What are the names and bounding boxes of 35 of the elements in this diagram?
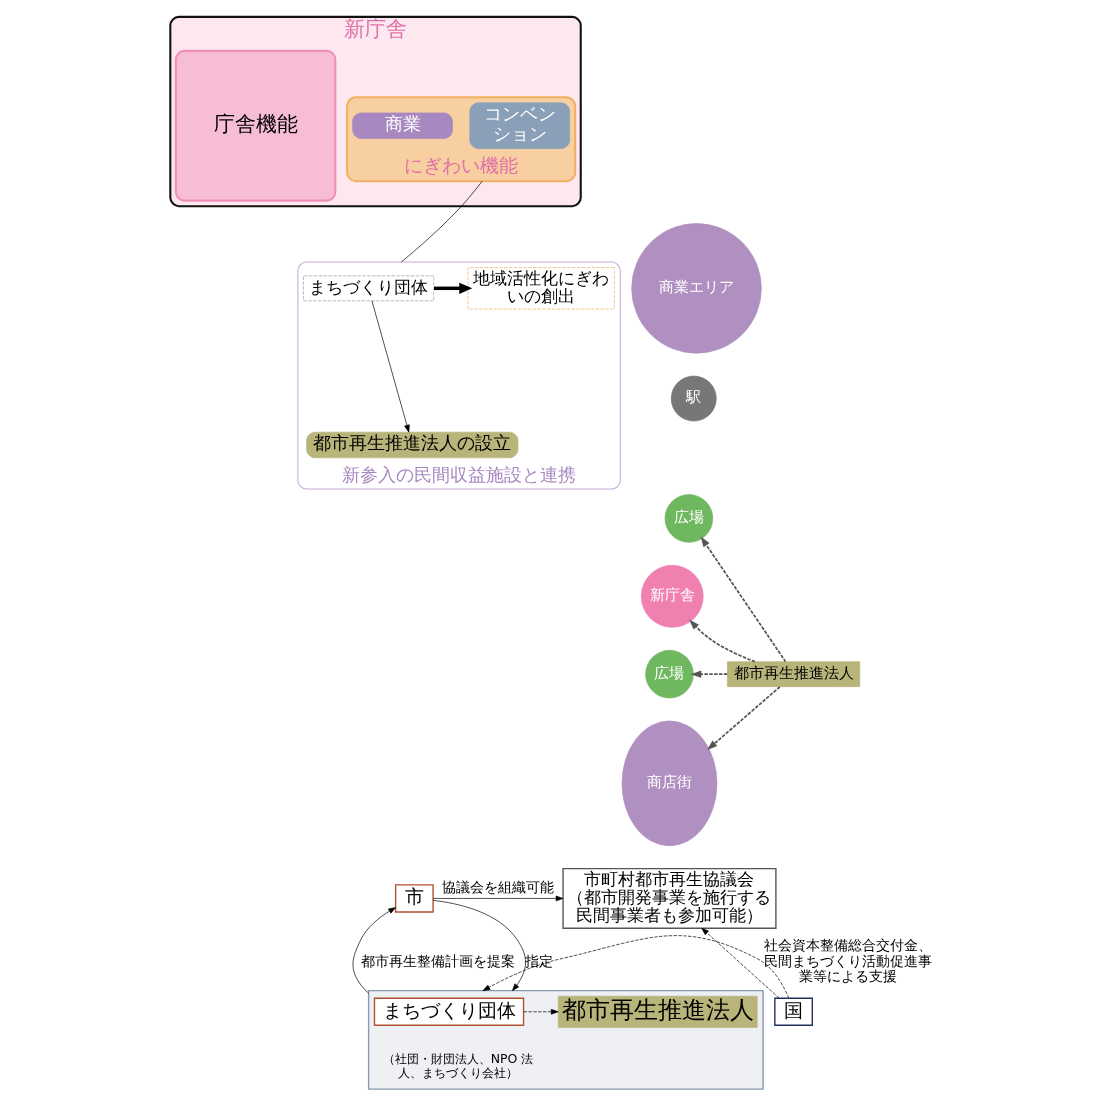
arrow — [432, 900, 526, 991]
arrow — [700, 927, 779, 999]
arrow — [433, 282, 472, 294]
node-box: 都市再生推進法人 — [726, 661, 860, 687]
node-box: コンベンション — [468, 102, 570, 149]
arrow — [352, 907, 396, 994]
edge-label: 指定 — [524, 952, 553, 969]
arrow — [482, 935, 789, 999]
connector — [400, 180, 483, 263]
edge-label: 協議会を組織可能 — [441, 879, 554, 896]
node-box: まちづくり団体 — [302, 275, 434, 302]
node-circle: 広場 — [664, 494, 713, 543]
arrow — [688, 619, 756, 663]
arrow — [700, 536, 786, 663]
cluster — [367, 989, 764, 1090]
arrow — [371, 300, 410, 433]
node-box: 都市再生推進法人の設立 — [305, 431, 518, 459]
arrow — [690, 670, 728, 678]
node-box: 都市再生推進法人 — [557, 995, 758, 1028]
edge-label: 都市再生整備計画を提案 — [360, 952, 515, 969]
arrow — [432, 895, 563, 902]
node-box: 商業 — [351, 112, 453, 139]
node-circle: 駅 — [670, 375, 717, 422]
node-box: 地域活性化にぎわいの創出 — [467, 267, 615, 310]
arrow — [706, 685, 781, 751]
arrow — [522, 1009, 558, 1015]
node-box: 市 — [394, 884, 434, 913]
node-box: まちづくり団体 — [373, 997, 524, 1026]
node-circle: 商業エリア — [630, 223, 762, 354]
node-circle: 広場 — [644, 649, 694, 699]
node-box: 市町村都市再生協議会 （都市開発事業を施行する民間事業者も参加可能） — [561, 867, 777, 929]
node-box: 庁舎機能 — [174, 49, 336, 202]
edge-label: 社会資本整備総合交付金、民間まちづくり活動促進事業等による支援 — [763, 937, 932, 984]
node-box: 国 — [773, 997, 813, 1026]
node-label: （社団・財団法人、NPO 法人、まちづくり会社） — [382, 1051, 533, 1080]
